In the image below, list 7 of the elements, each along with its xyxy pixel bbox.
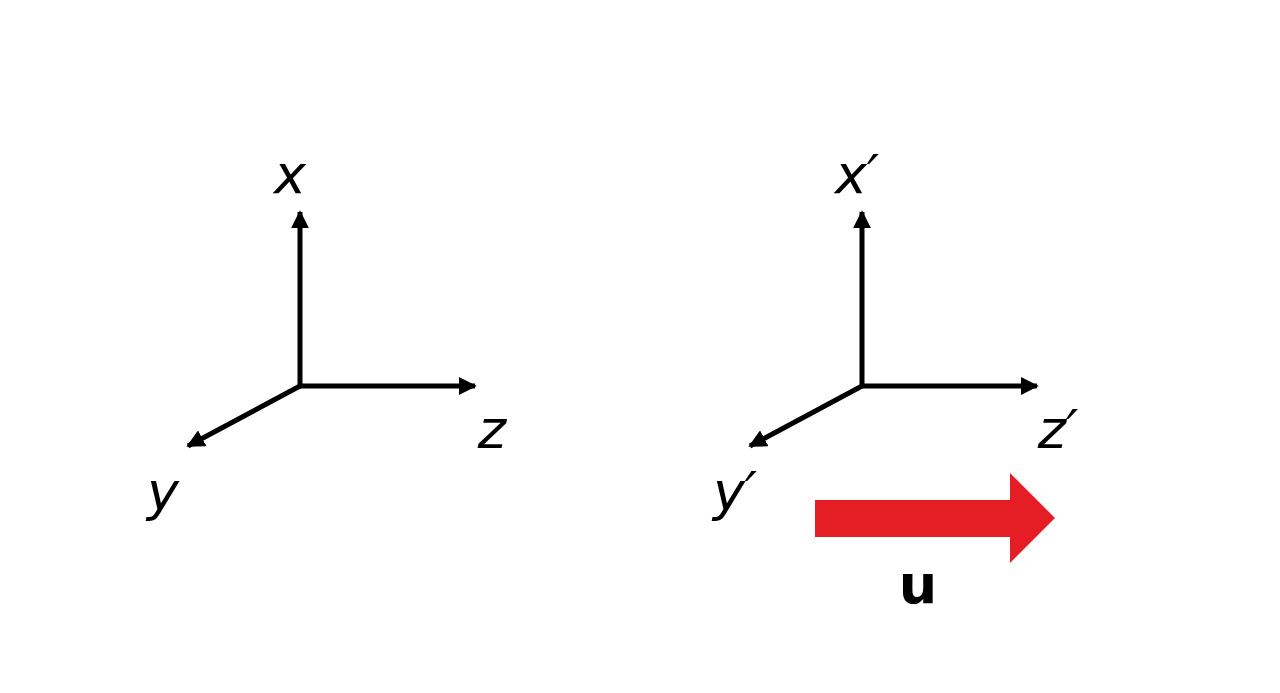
velocity-label: u: [898, 558, 938, 612]
axis-label: x′: [834, 148, 880, 202]
axis-label: z: [477, 403, 507, 457]
axis-label: y: [147, 465, 179, 519]
axis-label: x: [274, 148, 306, 202]
axis-label: y′: [712, 465, 758, 519]
axis-label: z′: [1037, 403, 1079, 457]
